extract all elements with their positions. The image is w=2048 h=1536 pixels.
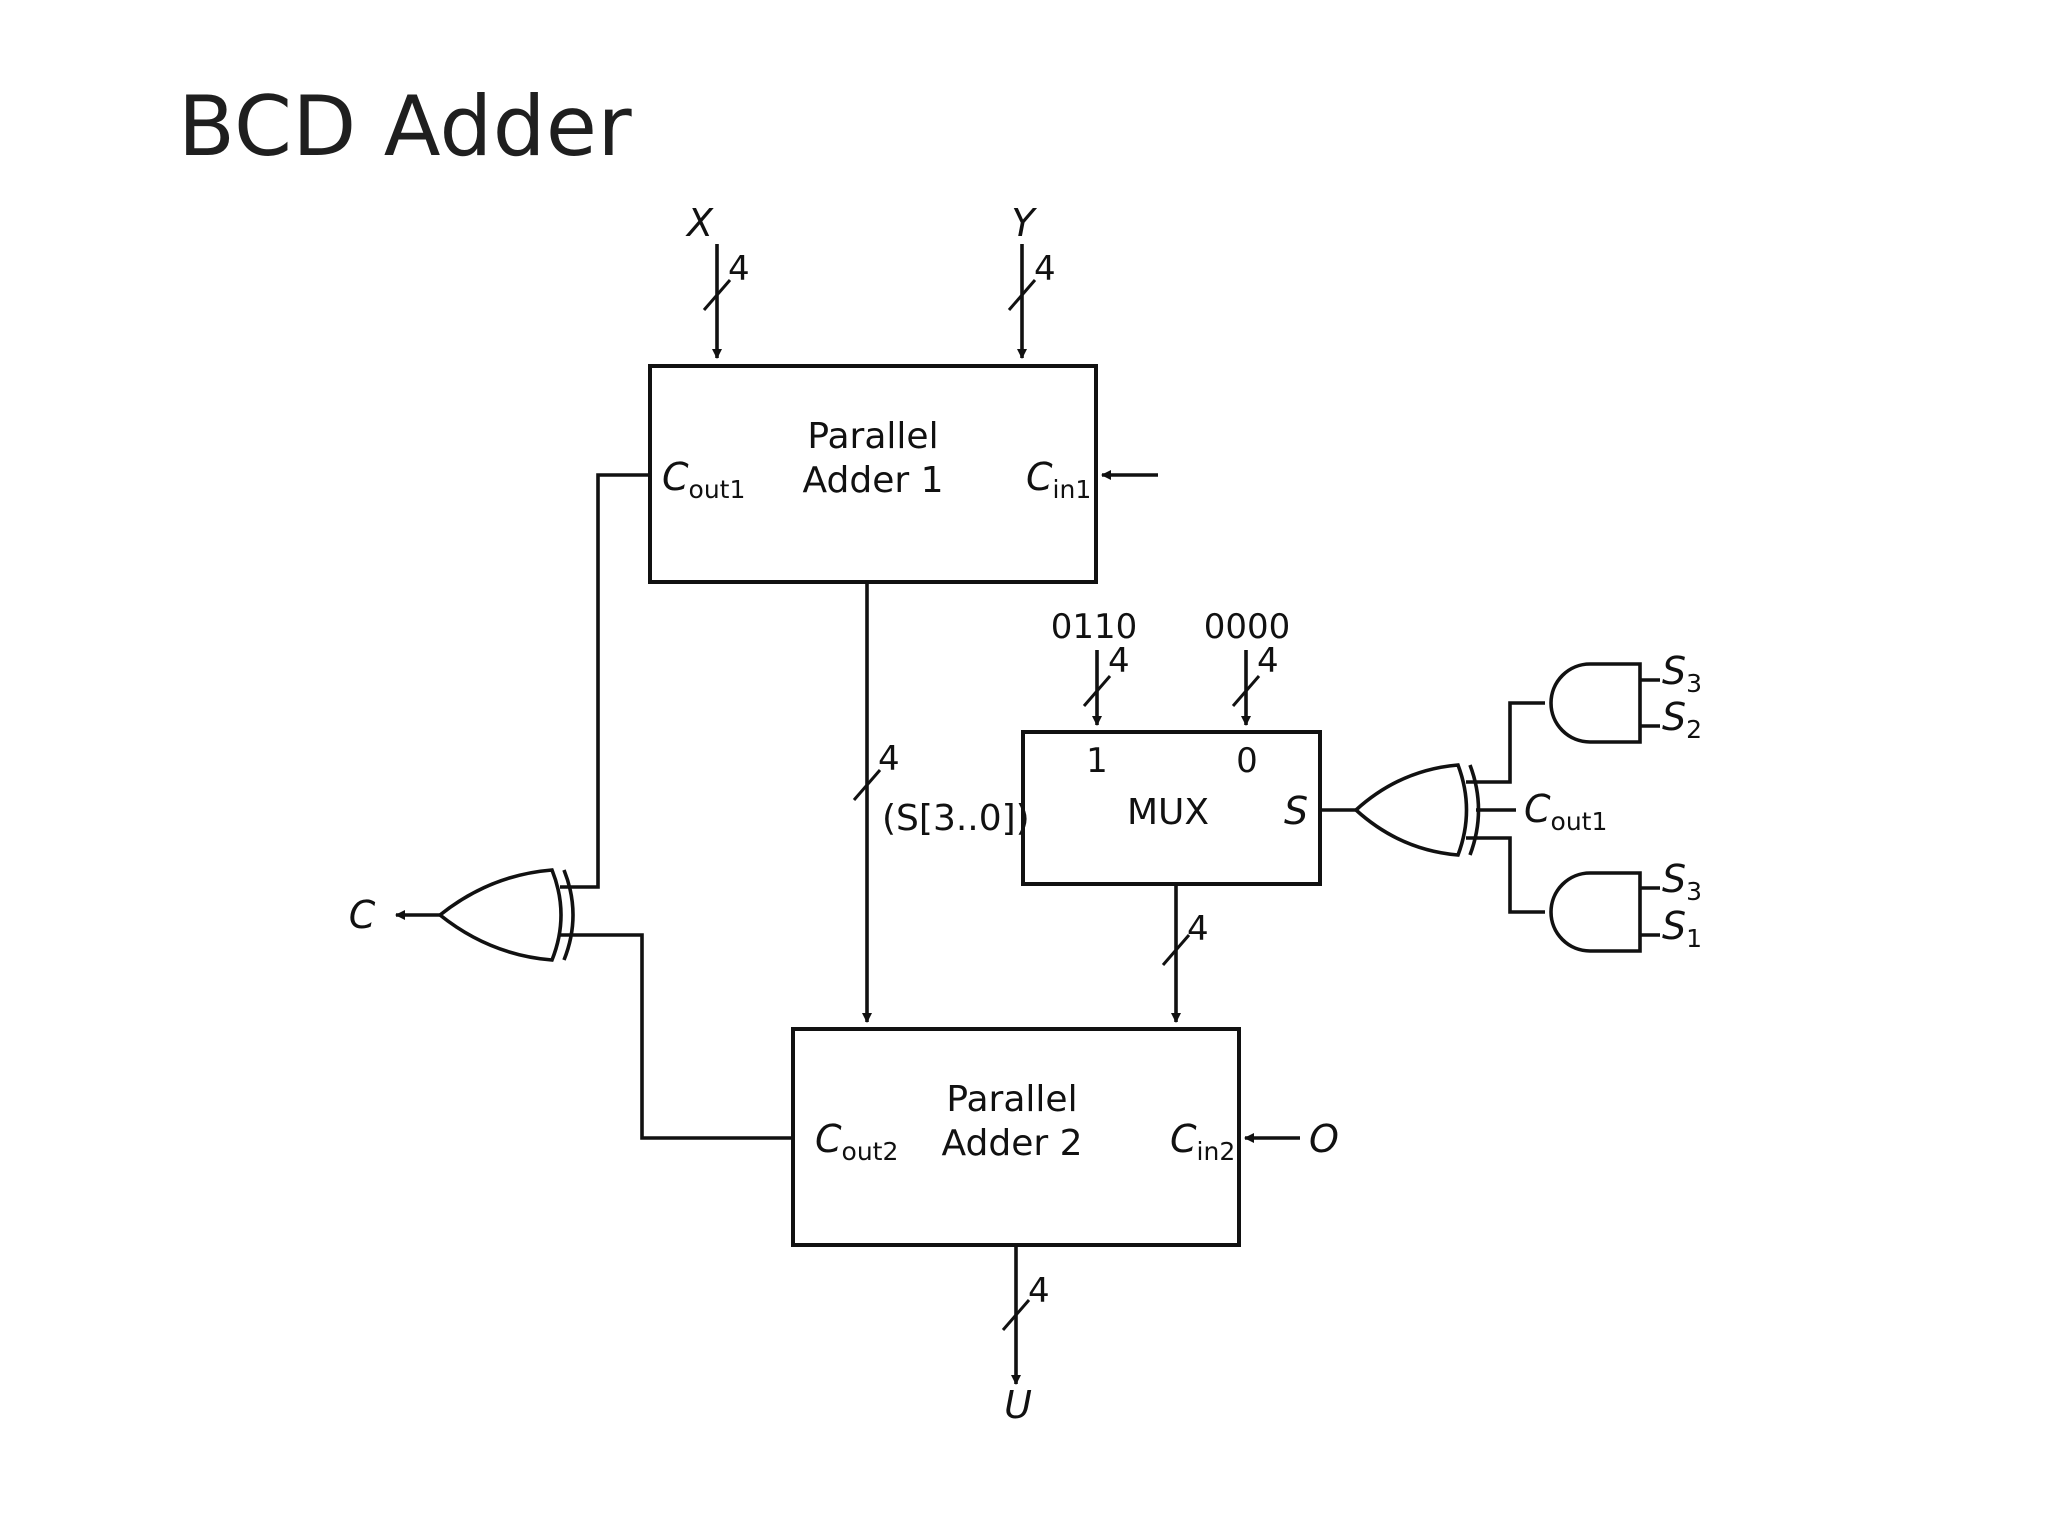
parallel-adder-2: Parallel Adder 2 Cout2 Cin2 [791, 1027, 1241, 1247]
mux: 1 0 MUX S [1021, 730, 1322, 886]
bus-width-mux-out: 4 [1187, 909, 1209, 949]
mux-output-bus: 4 [1161, 884, 1209, 1023]
adder1-title-line2: Adder 1 [803, 460, 944, 501]
slide-title: BCD Adder [178, 78, 633, 175]
cout2-wire [560, 933, 793, 1140]
input-x-label: X [685, 201, 714, 245]
carry-or-gate [437, 868, 575, 962]
mux-label: MUX [1127, 792, 1209, 833]
and-bottom-input-a: S3 [1662, 857, 1702, 906]
adder2-cout-label: Cout2 [815, 1117, 898, 1166]
mux-input-0110: 0110 4 [1051, 607, 1138, 726]
bus-width-0000: 4 [1257, 641, 1279, 681]
parallel-adder-1: Parallel Adder 1 Cout1 Cin1 [648, 364, 1098, 584]
or-cout1-label: Cout1 [1524, 787, 1607, 836]
and-top-input-b: S2 [1662, 695, 1702, 744]
and-gate-s3-s2: S3 S2 [1549, 649, 1702, 744]
mux-select-label: S [1284, 789, 1308, 833]
mux-input-1-label: 1 [1086, 741, 1108, 781]
bus-width-0110: 4 [1108, 641, 1130, 681]
and-gate-s3-s1: S3 S1 [1549, 857, 1702, 953]
adder1-cout-label: Cout1 [662, 455, 745, 504]
cin2-source-label: O [1309, 1117, 1339, 1161]
bus-width-sum: 4 [878, 739, 900, 779]
mux-input-0-label: 0 [1236, 741, 1258, 781]
bus-width-y: 4 [1034, 249, 1056, 289]
cout1-wire [560, 473, 650, 889]
adder1-title-line1: Parallel [807, 416, 938, 457]
adder1-cin-label: Cin1 [1026, 455, 1091, 504]
bus-width-x: 4 [728, 249, 750, 289]
input-x: X 4 [685, 201, 750, 359]
constant-0000: 0000 [1204, 607, 1291, 647]
sum-bus: 4 (S[3..0]) [852, 582, 1030, 1023]
and-bottom-to-or-wire [1466, 836, 1545, 914]
and-top-to-or-wire [1466, 701, 1545, 784]
sum-bus-label: (S[3..0]) [882, 798, 1030, 839]
mux-input-0000: 0000 4 [1204, 607, 1291, 726]
input-y-label: Y [1011, 201, 1037, 245]
output-u-label: U [1004, 1383, 1032, 1427]
constant-0110: 0110 [1051, 607, 1138, 647]
adder2-title-line2: Adder 2 [942, 1123, 1083, 1164]
carry-output-label: C [349, 893, 376, 937]
output-u: 4 U [1001, 1245, 1050, 1427]
input-y: Y 4 [1007, 201, 1056, 359]
adder2-cin-label: Cin2 [1170, 1117, 1235, 1166]
bus-width-u: 4 [1028, 1271, 1050, 1311]
select-or-gate [1353, 763, 1481, 857]
adder2-title-line1: Parallel [946, 1079, 1077, 1120]
and-top-input-a: S3 [1662, 649, 1702, 698]
and-bottom-input-b: S1 [1662, 904, 1702, 953]
